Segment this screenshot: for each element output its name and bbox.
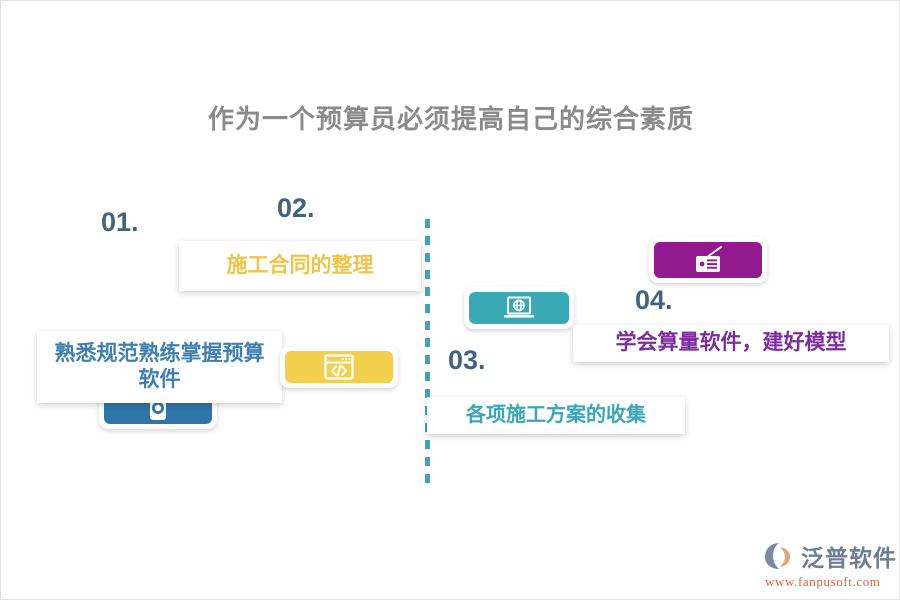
- icon-tile-03[interactable]: [464, 287, 574, 329]
- dashed-divider: [425, 219, 430, 487]
- icon-tile-02[interactable]: [280, 346, 398, 388]
- brand-url: www.fanpusoft.com: [765, 574, 881, 589]
- step-card-01[interactable]: 熟悉规范熟练掌握预算软件: [37, 331, 282, 403]
- step-card-04[interactable]: 学会算量软件，建好模型: [573, 325, 889, 362]
- step-label-02: 施工合同的整理: [226, 253, 374, 277]
- laptop-globe-icon: [469, 292, 569, 324]
- brand-name: 泛普软件: [801, 545, 897, 571]
- brand-logo[interactable]: 泛普软件 www.fanpusoft.com: [763, 539, 897, 590]
- fanpu-mark-icon: [765, 543, 790, 569]
- step-number-01: 01.: [101, 207, 139, 237]
- code-window-icon: [285, 351, 393, 383]
- step-number-03: 03.: [448, 345, 486, 375]
- page-title: 作为一个预算员必须提高自己的综合素质: [207, 104, 694, 134]
- step-number-02: 02.: [277, 193, 315, 223]
- step-label-04: 学会算量软件，建好模型: [615, 331, 847, 355]
- step-card-03[interactable]: 各项施工方案的收集: [427, 397, 685, 434]
- step-label-01: 熟悉规范熟练掌握预算软件: [54, 341, 265, 391]
- radio-icon: [654, 242, 762, 278]
- step-label-03: 各项施工方案的收集: [466, 404, 646, 426]
- step-card-02[interactable]: 施工合同的整理: [179, 241, 421, 291]
- brand-logo-row: 泛普软件: [763, 539, 897, 573]
- step-number-04: 04.: [635, 285, 673, 315]
- icon-tile-04[interactable]: [649, 237, 767, 283]
